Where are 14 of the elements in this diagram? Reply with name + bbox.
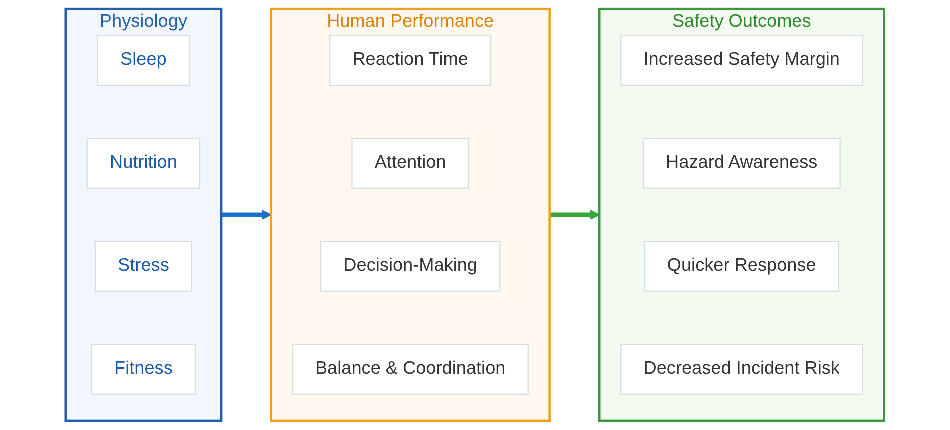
node-box: Decision-Making bbox=[320, 241, 501, 292]
node-box: Balance & Coordination bbox=[292, 344, 529, 395]
node-box: Attention bbox=[352, 138, 470, 189]
node-box: Sleep bbox=[97, 35, 190, 86]
node-box: Stress bbox=[94, 241, 193, 292]
node-box: Reaction Time bbox=[330, 35, 492, 86]
node-box: Decreased Incident Risk bbox=[620, 344, 864, 395]
node-box: Quicker Response bbox=[644, 241, 840, 292]
node-box: Fitness bbox=[91, 344, 196, 395]
node-box: Increased Safety Margin bbox=[620, 35, 864, 86]
arrow bbox=[221, 210, 272, 220]
node-box: Hazard Awareness bbox=[642, 138, 841, 189]
node-box: Nutrition bbox=[86, 138, 201, 189]
arrow bbox=[550, 210, 600, 220]
